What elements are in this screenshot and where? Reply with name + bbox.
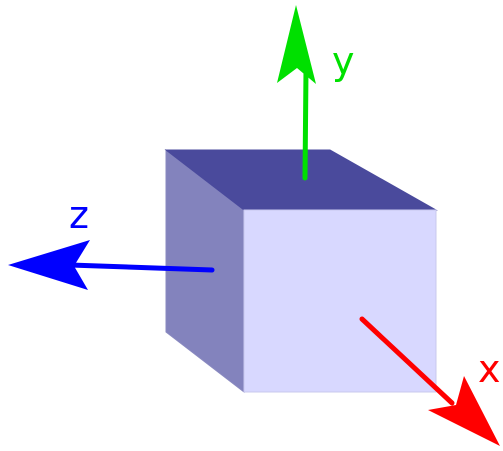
z-axis: z <box>8 193 215 290</box>
x-axis-label: x <box>478 347 501 391</box>
cube-front-face <box>243 209 437 393</box>
y-axis: y <box>277 5 355 181</box>
y-axis-arrowhead <box>277 5 316 84</box>
x-axis-line <box>359 316 455 406</box>
z-axis-arrowhead <box>8 240 90 290</box>
y-axis-label: y <box>332 39 355 83</box>
z-axis-line <box>67 262 215 273</box>
x-axis: x <box>359 316 501 446</box>
x-axis-arrowhead <box>428 376 500 446</box>
z-axis-label: z <box>69 193 89 237</box>
y-axis-line <box>302 67 309 181</box>
